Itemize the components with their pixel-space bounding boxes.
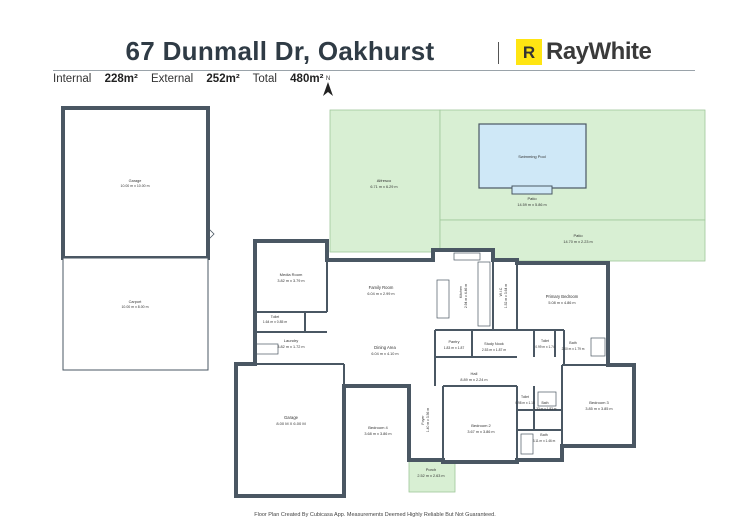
label-bedroom-4: Bedroom 4 [368, 425, 388, 430]
label-bedroom-3: Bedroom 3 [589, 400, 609, 405]
label-alfresco: Alfresco [377, 178, 392, 183]
area-total: Total 480m² [253, 73, 324, 85]
label-media-room: Media Room [280, 272, 303, 277]
dims-patio-2: 14.70 m x 2.23 m [563, 240, 592, 244]
dims-porch: 2.52 m x 2.63 m [417, 474, 444, 478]
detached-garage [61, 106, 210, 260]
dims-foyer: 1.40 m x 3.56 m [426, 408, 430, 432]
dims-study-nook: 2.53 m x 1.87 m [482, 348, 506, 352]
dims-primary-bedroom: 5.08 m x 4.86 m [548, 301, 575, 305]
porch-area [408, 459, 456, 493]
label-family-room: Family Room [369, 285, 394, 290]
pool-steps [511, 185, 553, 195]
kitchen-island [436, 279, 450, 319]
dims-media-room: 3.82 m x 3.79 m [277, 279, 304, 283]
bath-2-vanity [537, 391, 557, 407]
dims-bath-1: 2.00 m x 1.79 m [562, 347, 585, 351]
laundry-tub [255, 343, 279, 355]
main-house [234, 239, 636, 498]
outdoor-areas [329, 109, 706, 493]
area-external-value: 252m² [206, 73, 240, 85]
detached-structures [61, 106, 215, 371]
label-hall: Hall [471, 371, 478, 376]
page-title: 67 Dunmall Dr, Oakhurst [125, 36, 435, 66]
area-total-label: Total [252, 73, 277, 85]
dims-garage: 8.00 M X 6.00 M [276, 421, 305, 426]
bath-3-bath [520, 433, 534, 455]
dims-toilet-3: 0.98 m x 1.18 [515, 401, 535, 405]
dims-hall: 8.89 m x 2.24 m [460, 378, 487, 382]
label-carport: Carport [129, 300, 143, 304]
label-foyer: Foyer [421, 415, 425, 425]
dims-bedroom-3: 3.85 m x 3.85 m [585, 407, 612, 411]
dims-laundry: 3.82 m x 1.72 m [277, 345, 304, 349]
north-arrow-icon: N [323, 76, 333, 96]
svg-text:N: N [326, 76, 330, 82]
label-primary-bedroom: Primary Bedroom [546, 294, 579, 299]
dims-toilet-2: 0.99 m x 1.74 [535, 345, 555, 349]
dims-carport: 10.00 m x 8.00 m [121, 305, 148, 309]
label-porch: Porch [426, 467, 436, 472]
area-internal: Internal 228m² [53, 73, 138, 85]
label-patio-2: Patio [573, 233, 583, 238]
area-summary: Internal 228m² External 252m² Total 480m… [53, 73, 333, 85]
area-total-value: 480m² [290, 73, 324, 85]
label-toilet-3: Toilet [521, 395, 529, 399]
label-bath-3: Bath [540, 433, 547, 437]
carport [62, 257, 209, 371]
room-labels: Garage 10.00 m x 10.00 m Carport 10.00 m… [121, 154, 613, 478]
dims-bedroom-4: 3.68 m x 3.86 m [364, 432, 391, 436]
area-external: External 252m² [151, 73, 240, 85]
header-divider [498, 42, 499, 64]
label-dining-area: Dining Area [374, 345, 396, 350]
label-patio-1: Patio [527, 196, 537, 201]
swimming-pool [478, 123, 587, 189]
dims-bath-3: 3.11 m x 1.46 m [533, 439, 556, 443]
label-garage-detached: Garage [129, 179, 142, 183]
label-pantry: Pantry [449, 340, 460, 344]
dims-alfresco: 6.71 m x 6.29 m [370, 185, 397, 189]
dims-wic: 1.52 m x 3.64 m [504, 284, 508, 308]
area-internal-label: Internal [53, 73, 92, 85]
dims-bedroom-2: 3.67 m x 3.86 m [467, 430, 494, 434]
label-wic: W.I.C [499, 287, 503, 296]
alfresco-area [329, 109, 441, 253]
label-pool: Swimming Pool [518, 154, 546, 159]
label-bedroom-2: Bedroom 2 [471, 423, 491, 428]
label-laundry: Laundry [284, 338, 298, 343]
dims-family-room: 6.04 m x 2.99 m [367, 292, 394, 296]
label-toilet-2: Toilet [541, 339, 549, 343]
area-internal-value: 228m² [104, 73, 138, 85]
dims-bath-2: 1.33 m x 1.83 m [534, 407, 557, 411]
logo-mark: R [516, 39, 542, 65]
garage-door-swing [207, 227, 215, 241]
dims-garage-detached: 10.00 m x 10.00 m [121, 184, 150, 188]
area-external-label: External [151, 73, 194, 85]
dims-toilet-1: 1.64 m x 0.85 m [263, 320, 287, 324]
dims-kitchen: 2.94 m x 4.46 m [464, 284, 468, 308]
header-rule [53, 70, 695, 71]
dims-pantry: 1.83 m x 1.87 [444, 346, 465, 350]
label-study-nook: Study Nook [484, 342, 504, 346]
svg-text:R: R [523, 43, 535, 61]
dims-dining-area: 6.04 m x 4.10 m [371, 352, 398, 356]
logo-text: RayWhite [546, 38, 652, 65]
bath-1-shower [590, 337, 606, 357]
label-toilet-1: Toilet [271, 315, 279, 319]
footer-note: Floor Plan Created By Cubicasa App. Meas… [254, 512, 496, 518]
label-kitchen: Kitchen [459, 286, 463, 298]
kitchen-bench [477, 261, 491, 327]
logo-mark-letter: R [523, 43, 535, 61]
label-bath-1: Bath [569, 341, 576, 345]
dims-patio-1: 14.59 m x 5.86 m [517, 203, 546, 207]
label-garage: Garage [284, 415, 299, 420]
kitchen-sink [453, 252, 481, 261]
label-bath-2: Bath [542, 401, 549, 405]
kitchen-fixtures [255, 252, 606, 455]
raywhite-logo: R RayWhite [516, 38, 652, 66]
